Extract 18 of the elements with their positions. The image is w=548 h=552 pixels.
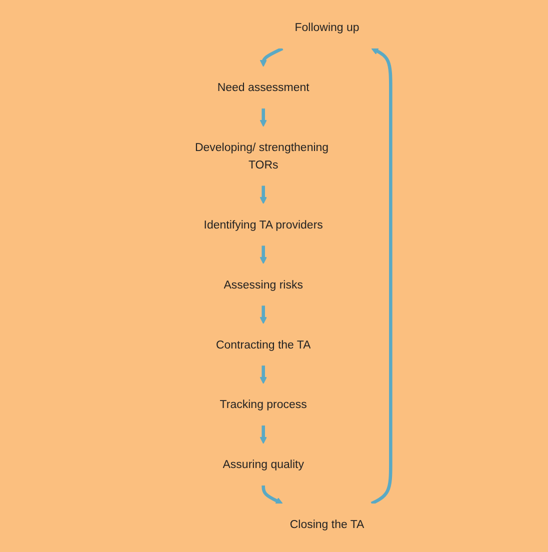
node-text: Assessing risks — [224, 278, 304, 291]
arrow — [260, 245, 268, 264]
node-text: Assuring quality — [223, 458, 304, 471]
node-text: Tracking process — [220, 398, 308, 411]
arrow — [371, 48, 393, 506]
node-text: Need assessment — [218, 80, 310, 94]
node-text: Identifying TA providers — [204, 218, 324, 231]
node-text: Closing the TA — [290, 518, 365, 531]
arrow — [262, 485, 284, 504]
arrow — [260, 425, 268, 444]
arrow — [260, 186, 268, 204]
arrow — [260, 46, 284, 67]
arrow — [260, 365, 268, 384]
node-text: Contracting the TA — [216, 338, 312, 351]
arrow — [260, 305, 268, 324]
arrow — [260, 108, 268, 127]
node-text: Developing/ strengthening TORs — [195, 140, 329, 171]
node-text: Following up — [295, 20, 360, 34]
